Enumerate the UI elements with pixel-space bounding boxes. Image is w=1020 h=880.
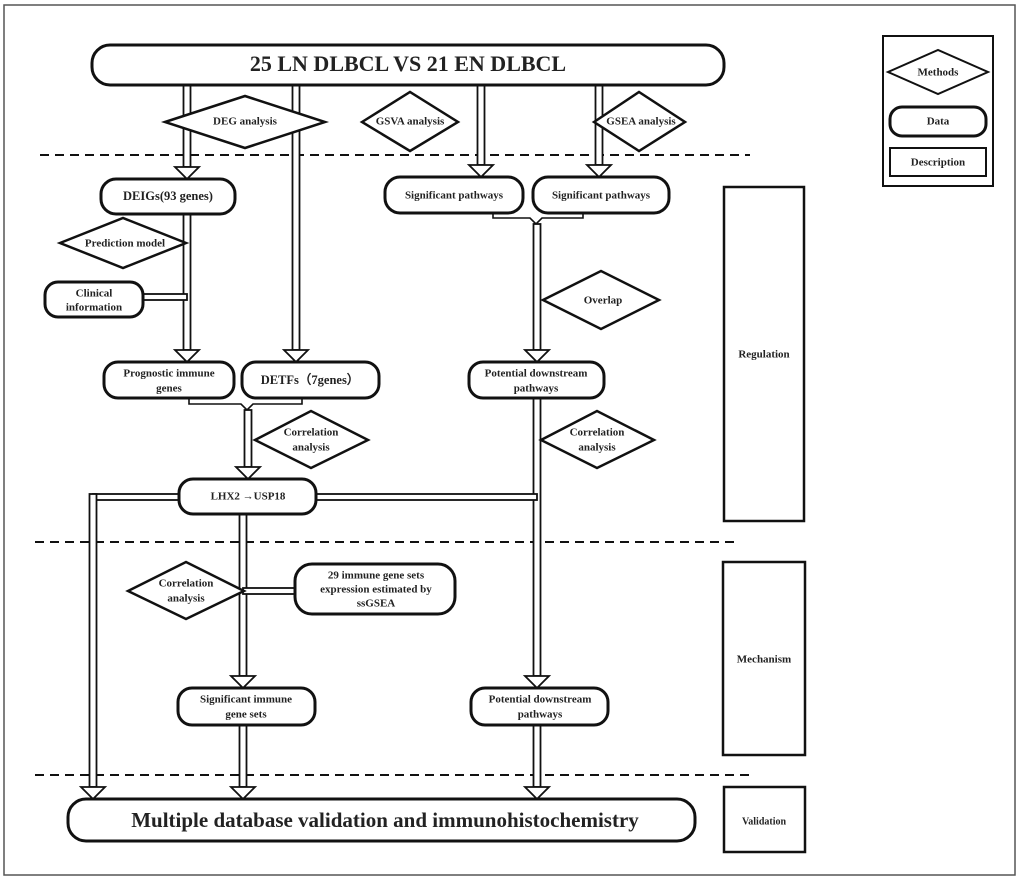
bottom-data-node	[66, 797, 697, 843]
merge-brace	[188, 398, 303, 412]
prognostic-line-1: Prognostic immune	[123, 368, 214, 380]
connectors	[78, 84, 614, 801]
method-correlation-analysis-2	[538, 409, 657, 470]
down-arrow-connector	[476, 84, 486, 166]
method-gsva-analysis	[359, 90, 461, 153]
arrow-head-icon	[78, 786, 108, 801]
clinical-line-1: Clinical	[76, 288, 113, 300]
legend-data-label: Data	[927, 116, 950, 128]
pdp1-line-2: pathways	[514, 383, 559, 395]
arrow-head-icon	[172, 166, 202, 181]
connector-line	[315, 493, 538, 501]
method-gsea-analysis	[591, 90, 688, 153]
significant-pathways-gsva-label: Significant pathways	[405, 190, 504, 202]
legend-methods-label: Methods	[918, 67, 960, 79]
legend-methods-diamond	[885, 48, 991, 96]
corr2-line-1: Correlation	[570, 427, 625, 439]
method-correlation-analysis-3	[125, 560, 247, 621]
clinical-information-node	[43, 280, 145, 319]
clinical-line-2: information	[66, 302, 122, 314]
corr1-line-2: analysis	[292, 442, 330, 454]
detfs-node	[240, 360, 381, 400]
sigimm-line-1: Significant immune	[200, 694, 292, 706]
method-gsea-label: GSEA analysis	[606, 116, 676, 128]
immune29-line-1: 29 immune gene sets	[328, 570, 425, 582]
arrow-head-icon	[522, 675, 552, 690]
method-gsva-label: GSVA analysis	[376, 116, 445, 128]
significant-pathways-gsva-node	[383, 175, 525, 215]
corr2-line-2: analysis	[578, 442, 616, 454]
down-arrow-connector	[243, 409, 253, 468]
corr3-line-2: analysis	[167, 593, 205, 605]
pdp2-line-1: Potential downstream	[489, 694, 592, 706]
down-arrow-connector	[532, 724, 542, 788]
arrow-head-icon	[233, 466, 263, 481]
legend-description-rect	[889, 147, 987, 177]
pdp2-line-2: pathways	[518, 709, 563, 721]
method-correlation-analysis-1	[252, 409, 371, 470]
corr3-line-1: Correlation	[159, 578, 214, 590]
significant-immune-gene-sets-node	[176, 686, 317, 727]
stage-mechanism-box	[721, 560, 807, 757]
lhx2-usp18-node	[177, 477, 318, 516]
legend-data-pill	[888, 105, 988, 138]
deigs-node	[99, 177, 237, 216]
arrow-head-icon	[281, 349, 311, 364]
prognostic-line-2: genes	[156, 383, 182, 395]
arrow-head-icon	[584, 164, 614, 179]
method-overlap-label: Overlap	[584, 295, 623, 307]
stage-validation-box	[722, 785, 807, 854]
outer-frame	[3, 4, 1016, 876]
significant-pathways-gsea-label: Significant pathways	[552, 190, 651, 202]
down-arrow-connector	[532, 223, 542, 351]
method-deg-label: DEG analysis	[213, 116, 278, 128]
down-arrow-connector	[88, 493, 98, 788]
immune-gene-sets-ssgsea-node	[293, 562, 457, 616]
down-arrow-connector	[238, 513, 248, 677]
lhx2-usp18-label: LHX2 →USP18	[211, 491, 286, 503]
deigs-label: DEIGs(93 genes)	[123, 189, 213, 203]
potential-downstream-pathways-node-2	[469, 686, 610, 727]
connector-line	[92, 493, 180, 501]
arrow-head-icon	[522, 349, 552, 364]
arrow-head-icon	[172, 349, 202, 364]
significant-pathways-gsea-node	[531, 175, 671, 215]
sigimm-line-2: gene sets	[225, 709, 267, 721]
merge-brace	[492, 213, 584, 226]
legend-description-label: Description	[911, 157, 965, 169]
stage-validation-label: Validation	[742, 816, 787, 827]
arrow-head-icon	[228, 786, 258, 801]
method-deg-analysis	[160, 94, 330, 150]
method-prediction-label: Prediction model	[85, 238, 165, 250]
top-data-node	[90, 43, 726, 87]
prognostic-immune-genes-node	[102, 360, 236, 400]
corr1-line-1: Correlation	[284, 427, 339, 439]
arrow-head-icon	[466, 164, 496, 179]
potential-downstream-pathways-node-1	[467, 360, 606, 400]
detfs-label: DETFs（7genes）	[261, 372, 360, 387]
method-overlap	[540, 269, 662, 331]
stage-regulation-label: Regulation	[738, 349, 789, 361]
bottom-data-label: Multiple database validation and immunoh…	[131, 808, 639, 832]
top-data-label: 25 LN DLBCL VS 21 EN DLBCL	[250, 51, 566, 76]
down-arrow-connector	[238, 724, 248, 788]
arrow-head-icon	[522, 786, 552, 801]
pdp1-line-1: Potential downstream	[485, 368, 588, 380]
immune29-line-2: expression estimated by	[320, 584, 432, 596]
down-arrow-connector	[182, 213, 192, 351]
stage-regulation-box	[722, 185, 806, 523]
method-prediction-model	[56, 216, 190, 270]
immune29-line-3: ssGSEA	[357, 598, 396, 610]
arrow-head-icon	[228, 675, 258, 690]
stage-mechanism-label: Mechanism	[737, 654, 791, 666]
connector-line	[242, 587, 296, 595]
connector-line	[142, 293, 188, 301]
